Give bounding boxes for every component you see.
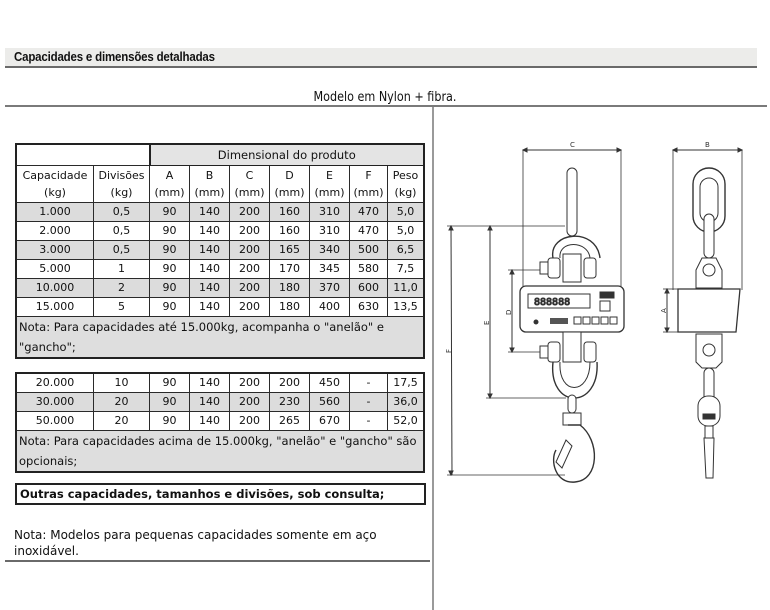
label-e: E — [483, 321, 491, 325]
col-capacidade: Capacidade(kg) — [15, 165, 94, 203]
col-b: B(mm) — [189, 165, 230, 203]
col-c: C(mm) — [229, 165, 270, 203]
vertical-divider — [432, 107, 434, 610]
bottom-divider — [5, 560, 430, 562]
col-f: F(mm) — [349, 165, 388, 203]
model-title: Modelo em Nylon + fibra. — [313, 90, 457, 105]
capacity-table-main: Dimensional do produto Capacidade(kg) Di… — [15, 143, 425, 359]
col-a: A(mm) — [149, 165, 190, 203]
label-f: F — [445, 349, 453, 353]
dimensional-group-header: Dimensional do produto — [148, 143, 425, 166]
svg-text:888888: 888888 — [534, 297, 570, 308]
label-a: A — [660, 308, 668, 313]
label-d: D — [505, 310, 513, 315]
column-header-row: Capacidade(kg) Divisões(kg) A(mm) B(mm) … — [15, 165, 425, 203]
other-capacities-note: Outras capacidades, tamanhos e divisões,… — [15, 483, 426, 505]
note-group1: Nota: Para capacidades até 15.000kg, aco… — [15, 316, 425, 359]
footnote: Nota: Modelos para pequenas capacidades … — [14, 528, 377, 558]
label-b: B — [705, 141, 710, 149]
note-group2: Nota: Para capacidades acima de 15.000kg… — [15, 430, 425, 473]
section-title: Capacidades e dimensões detalhadas — [14, 50, 215, 64]
top-divider — [5, 105, 767, 107]
section-header: Capacidades e dimensões detalhadas — [5, 48, 757, 68]
col-e: E(mm) — [309, 165, 350, 203]
col-divisoes: Divisões(kg) — [93, 165, 150, 203]
col-d: D(mm) — [269, 165, 310, 203]
col-peso: Peso(kg) — [387, 165, 425, 203]
label-c: C — [570, 141, 575, 149]
crane-scale-drawing: 888888 — [445, 141, 744, 483]
